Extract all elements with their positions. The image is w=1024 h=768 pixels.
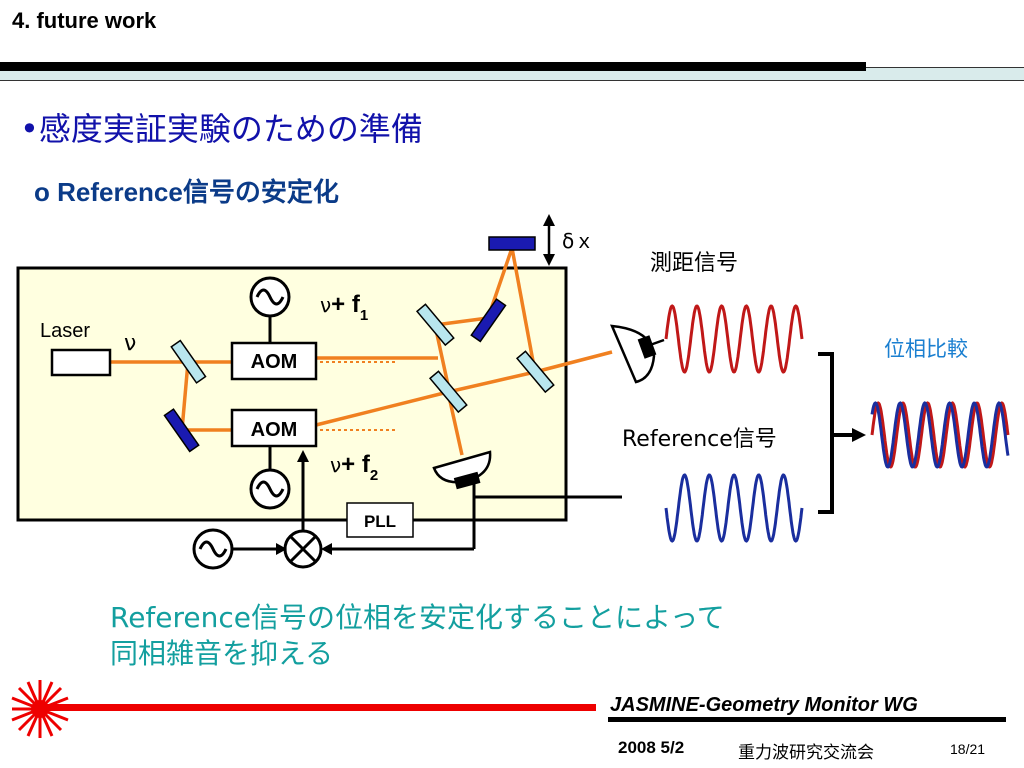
page-number: 18/21 (950, 741, 986, 757)
compare-arrowhead (852, 428, 866, 442)
freq2-plus: + f (341, 451, 371, 478)
optical-bench-box (16, 266, 568, 522)
sub-heading-marker: o (34, 177, 58, 207)
ranging-signal-label: 測距信号 (650, 251, 738, 276)
aom-bottom (230, 408, 318, 448)
aom-bottom-label: AOM (251, 419, 298, 441)
footer-date: 2008 5/2 (618, 738, 685, 757)
aom-top (230, 341, 318, 381)
optical-setup-diagram: Laser ν δｘ AOM AOM (16, 214, 1010, 570)
freq1-plus: + f (331, 291, 361, 318)
laser-label: Laser (40, 320, 90, 342)
mirror-upper-right (470, 298, 507, 343)
photodetector-internal (432, 450, 492, 490)
aom-top-label: AOM (251, 351, 298, 373)
sub-heading-jp: 信号の安定化 (182, 178, 339, 208)
footer-title: JASMINE-Geometry Monitor WG (610, 694, 918, 716)
mixer (283, 529, 323, 569)
beam-splitter-4 (515, 350, 555, 394)
movable-mirror (488, 236, 536, 251)
conclusion-line-2: 同相雑音を抑える (110, 637, 334, 670)
freq1-sub: 1 (360, 307, 368, 324)
mirrors (163, 236, 555, 453)
freq1-label: ν+ f1 (320, 291, 368, 324)
section-title: 4. future work (12, 8, 157, 33)
delta-x-arrow (543, 214, 555, 266)
reference-signal-wave (664, 473, 804, 543)
sub-heading: o Reference信号の安定化 (34, 172, 339, 209)
bullet-heading: •感度実証実験のための準備 (20, 110, 423, 148)
phase-compare-label: 位相比較 (884, 337, 968, 361)
beam-splitter-1 (170, 339, 207, 384)
beam-splitter-3 (428, 370, 468, 414)
conclusion-text: Reference信号の位相を安定化することによって 同相雑音を抑える (110, 600, 910, 672)
freq2-nu: ν (330, 453, 341, 477)
oscillators (192, 276, 291, 570)
mirror-bottom-left (163, 408, 200, 453)
footer-rule (608, 717, 1006, 722)
laser-box (50, 348, 112, 377)
footer-laser-line (40, 704, 596, 711)
delta-x-label: δｘ (562, 229, 594, 253)
pll-label: PLL (364, 512, 396, 531)
pll-box (346, 502, 414, 538)
footer-event: 重力波研究交流会 (738, 743, 874, 763)
pll-loop-lines (232, 450, 622, 555)
freq2-label: ν+ f2 (330, 451, 378, 484)
beam-splitter-2 (415, 303, 455, 347)
ranging-signal-wave (664, 304, 804, 374)
compare-bracket (818, 352, 854, 514)
compare-wave-blue (870, 401, 1010, 469)
sub-heading-latin: Reference (57, 177, 183, 207)
header-rule (0, 62, 866, 71)
photodetector-external (610, 324, 665, 384)
nu-label: ν (124, 331, 136, 356)
reference-signal-label: Reference信号 (622, 427, 777, 452)
freq1-nu: ν (320, 293, 331, 317)
freq2-sub: 2 (370, 467, 378, 484)
compare-wave-red (870, 401, 1010, 469)
conclusion-line-1: Reference信号の位相を安定化することによって (110, 601, 725, 634)
